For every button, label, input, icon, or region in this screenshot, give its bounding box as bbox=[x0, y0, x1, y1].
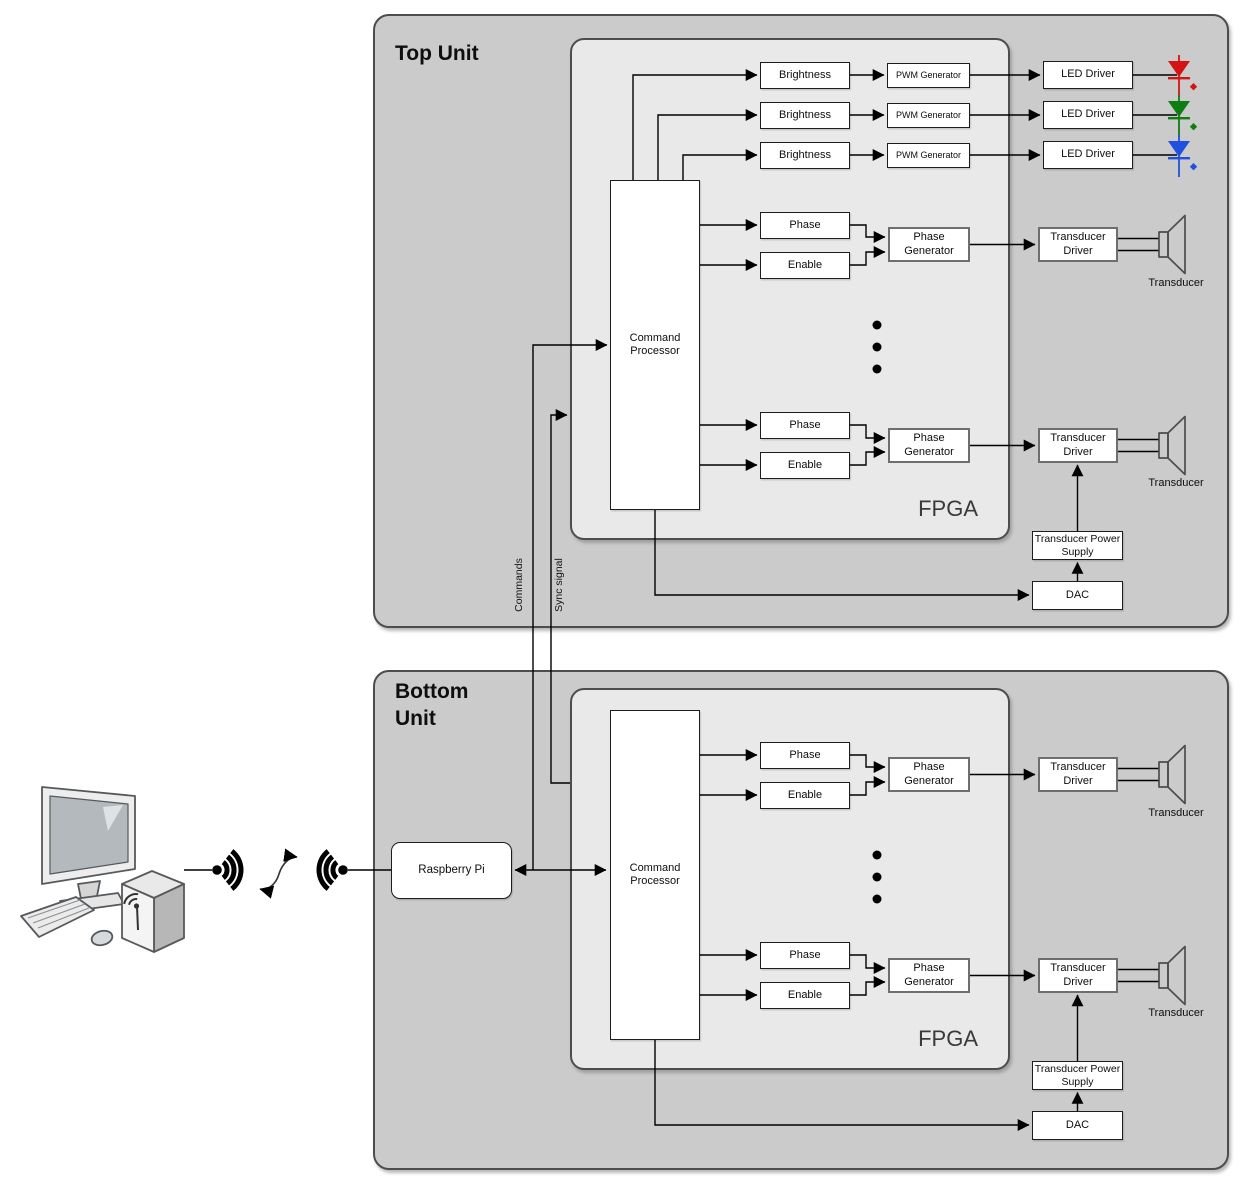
transducer-driver-box-bottom-2: Transducer Driver bbox=[1038, 958, 1118, 993]
transducer-label-top-1: Transducer bbox=[1148, 277, 1204, 289]
wifi-signal-right-icon bbox=[316, 849, 348, 891]
enable-box-top-2: Enable bbox=[760, 452, 850, 479]
bottom-unit-title: Bottom Unit bbox=[395, 680, 469, 731]
phase-box-top-1: Phase bbox=[760, 212, 850, 239]
cube-front bbox=[121, 883, 155, 953]
monitor-frame bbox=[41, 786, 136, 885]
command-processor-box-top: Command Processor bbox=[610, 180, 700, 510]
enable-box-bottom-1: Enable bbox=[760, 782, 850, 809]
transducer-label-bottom-2: Transducer bbox=[1148, 1007, 1204, 1019]
fpga-label-top: FPGA bbox=[918, 496, 978, 521]
phase-box-bottom-1: Phase bbox=[760, 742, 850, 769]
host-computer-icon bbox=[20, 786, 185, 953]
cube-side bbox=[153, 883, 185, 953]
transducer-driver-box-top-2: Transducer Driver bbox=[1038, 428, 1118, 463]
fpga-label-bottom: FPGA bbox=[918, 1026, 978, 1051]
enable-box-top-1: Enable bbox=[760, 252, 850, 279]
phase-generator-box-top-1: Phase Generator bbox=[888, 227, 970, 262]
led-driver-box-3: LED Driver bbox=[1043, 141, 1133, 169]
pwm-generator-box-1: PWM Generator bbox=[887, 63, 970, 88]
phase-box-bottom-2: Phase bbox=[760, 942, 850, 969]
sync-signal-bus-label: Sync signal bbox=[553, 558, 565, 612]
monitor-base bbox=[59, 892, 125, 913]
brightness-box-3: Brightness bbox=[760, 142, 850, 169]
pwm-generator-box-2: PWM Generator bbox=[887, 103, 970, 128]
monitor-stand bbox=[77, 880, 101, 905]
wifi-signal-left-icon bbox=[212, 849, 244, 891]
pwm-generator-box-3: PWM Generator bbox=[887, 143, 970, 168]
transducer-label-top-2: Transducer bbox=[1148, 477, 1204, 489]
dac-box-top: DAC bbox=[1032, 581, 1123, 610]
transducer-driver-box-top-1: Transducer Driver bbox=[1038, 227, 1118, 262]
antenna-icon bbox=[123, 893, 140, 931]
transducer-driver-box-bottom-1: Transducer Driver bbox=[1038, 757, 1118, 792]
led-driver-box-1: LED Driver bbox=[1043, 61, 1133, 89]
phase-generator-box-bottom-1: Phase Generator bbox=[888, 757, 970, 792]
mouse-icon bbox=[90, 929, 114, 947]
enable-box-bottom-2: Enable bbox=[760, 982, 850, 1009]
cube-top bbox=[121, 870, 185, 899]
led-driver-box-2: LED Driver bbox=[1043, 101, 1133, 129]
transducer-label-bottom-1: Transducer bbox=[1148, 807, 1204, 819]
transducer-power-supply-box-bottom: Transducer Power Supply bbox=[1032, 1061, 1123, 1090]
phase-box-top-2: Phase bbox=[760, 412, 850, 439]
top-unit-title: Top Unit bbox=[395, 42, 479, 65]
phase-generator-box-top-2: Phase Generator bbox=[888, 428, 970, 463]
monitor-screen bbox=[49, 795, 129, 875]
dac-box-bottom: DAC bbox=[1032, 1111, 1123, 1140]
raspberry-pi-box: Raspberry Pi bbox=[391, 842, 512, 899]
brightness-box-1: Brightness bbox=[760, 62, 850, 89]
wireless-exchange-icon bbox=[259, 848, 298, 899]
screen-highlight bbox=[103, 805, 123, 831]
phase-generator-box-bottom-2: Phase Generator bbox=[888, 958, 970, 993]
commands-bus-label: Commands bbox=[513, 558, 525, 612]
command-processor-box-bottom: Command Processor bbox=[610, 710, 700, 1040]
keyboard-icon bbox=[20, 896, 95, 938]
transducer-power-supply-box-top: Transducer Power Supply bbox=[1032, 531, 1123, 560]
brightness-box-2: Brightness bbox=[760, 102, 850, 129]
